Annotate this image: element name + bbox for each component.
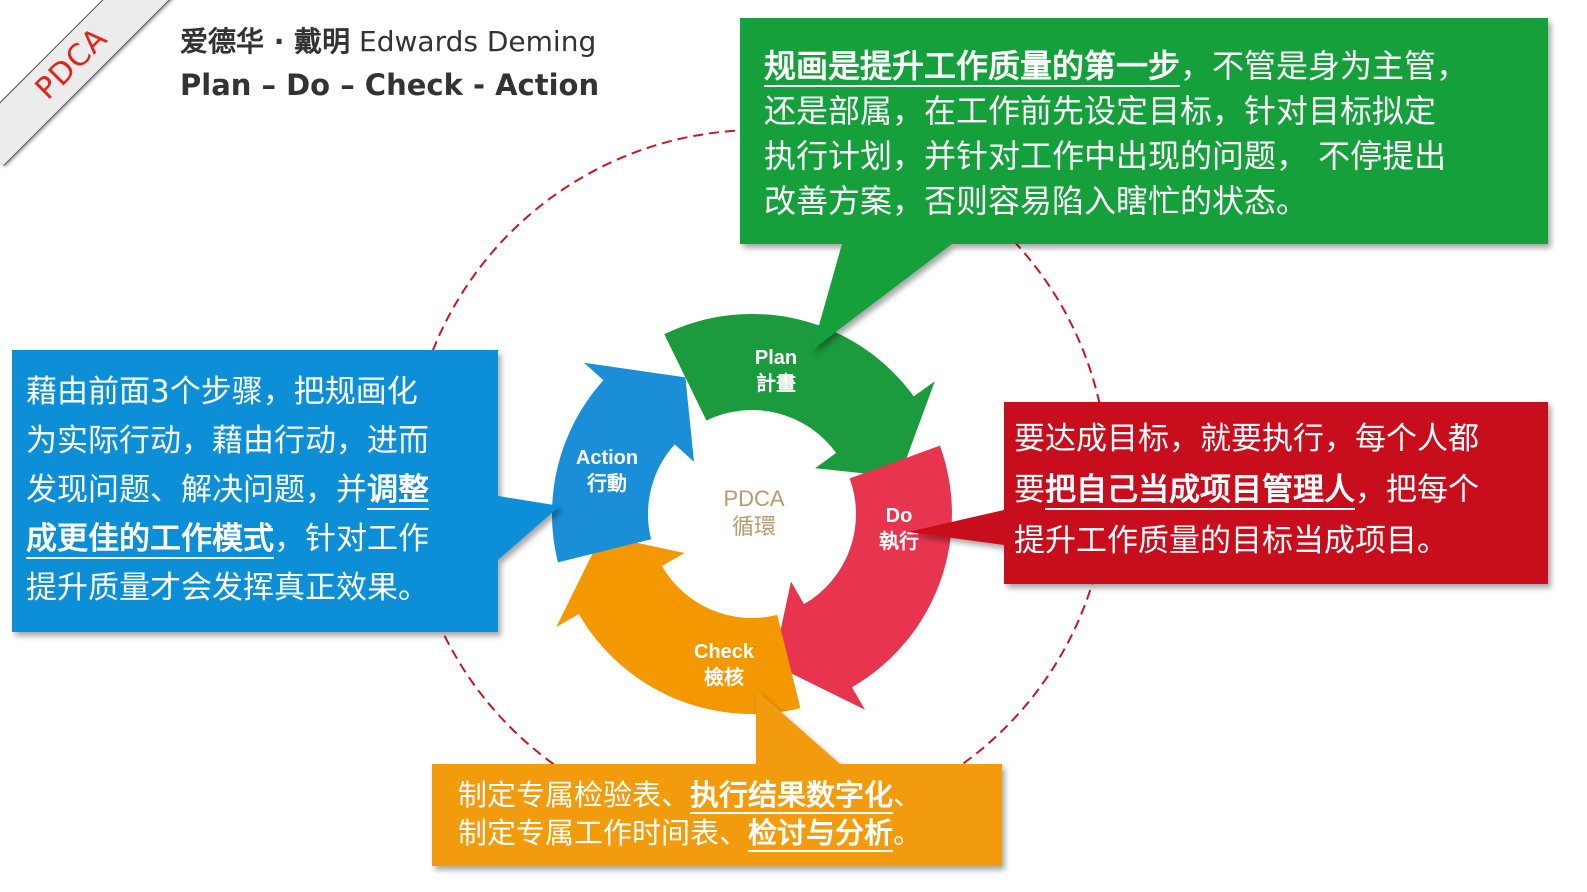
- action-callout-highlight-1: 调整: [367, 472, 429, 510]
- action-callout-line-4: 成更佳的工作模式，针对工作: [26, 515, 429, 564]
- check-label-zh: 檢核: [704, 665, 744, 689]
- action-callout-highlight-2: 成更佳的工作模式: [26, 521, 274, 559]
- action-callout-box: [12, 350, 560, 632]
- action-label-zh: 行動: [586, 471, 627, 495]
- plan-callout-highlight: 规画是提升工作质量的第一步: [764, 47, 1181, 87]
- check-callout-line-1: 制定专属检验表、执行结果数字化、: [458, 776, 922, 814]
- check-callout-highlight-2: 检讨与分析: [748, 816, 894, 852]
- plan-callout-line-1: 规画是提升工作质量的第一步，不管是身为主管，: [764, 44, 1468, 89]
- plan-callout-line-4: 改善方案，否则容易陷入瞎忙的状态。: [764, 182, 1309, 220]
- action-callout-line-3-plain: 发现问题、解决问题，并: [26, 472, 367, 508]
- plan-callout-line-2: 还是部属，在工作前先设定目标，针对目标拟定: [764, 92, 1437, 130]
- header-subtitle: Plan – Do – Check - Action: [180, 68, 600, 102]
- check-callout-highlight-1: 执行结果数字化: [690, 778, 894, 814]
- check-callout-line-2-plain: 制定专属工作时间表、: [458, 816, 749, 850]
- do-callout-line-2-rest: ，把每个: [1355, 472, 1479, 508]
- check-callout-line-2: 制定专属工作时间表、检讨与分析。: [458, 814, 922, 852]
- do-callout-highlight: 把自己当成项目管理人: [1045, 472, 1355, 510]
- check-callout-line-1-plain: 制定专属检验表、: [458, 778, 691, 812]
- check-callout-text: 制定专属检验表、执行结果数字化、 制定专属工作时间表、检讨与分析。: [458, 776, 922, 852]
- do-callout-text: 要达成目标，就要执行，每个人都 要把自己当成项目管理人，把每个 提升工作质量的目…: [1014, 414, 1479, 567]
- center-label-en: PDCA: [723, 486, 784, 511]
- action-callout-line-2: 为实际行动，藉由行动，进而: [26, 423, 429, 459]
- check-arrow: [556, 535, 801, 715]
- action-callout-text: 藉由前面3个步骤，把规画化 为实际行动，藉由行动，进而 发现问题、解决问题，并调…: [26, 368, 429, 613]
- header-name: 爱德华 · 戴明 Edwards Deming: [180, 20, 596, 60]
- action-callout-line-3: 发现问题、解决问题，并调整: [26, 466, 429, 515]
- do-arrow: [773, 445, 952, 710]
- plan-callout-line-1-rest: ，不管是身为主管，: [1180, 47, 1469, 85]
- action-arrow: [551, 362, 694, 563]
- do-callout-line-2: 要把自己当成项目管理人，把每个: [1014, 465, 1479, 516]
- do-callout-box: [908, 402, 1548, 584]
- plan-label-en: Plan: [755, 347, 797, 369]
- center-label-zh: 循環: [732, 514, 776, 539]
- check-callout-line-2-rest: 。: [893, 816, 923, 850]
- header-name-en: Edwards Deming: [359, 25, 597, 58]
- do-label-zh: 執行: [879, 529, 919, 553]
- corner-ribbon: PDCA: [0, 0, 200, 200]
- action-callout-line-1: 藉由前面3个步骤，把规画化: [26, 374, 418, 410]
- action-callout-line-4-rest: ，针对工作: [274, 521, 429, 557]
- header-name-cn: 爱德华 · 戴明: [180, 25, 351, 58]
- do-callout-line-2-plain: 要: [1014, 472, 1045, 508]
- action-label-en: Action: [576, 447, 638, 469]
- plan-callout-box: [740, 18, 1548, 350]
- cycle-arrows: [551, 313, 952, 715]
- plan-label-zh: 計畫: [756, 371, 796, 395]
- check-callout-box: [432, 690, 1002, 866]
- check-callout-line-1-rest: 、: [893, 778, 923, 812]
- do-callout-line-1: 要达成目标，就要执行，每个人都: [1014, 421, 1479, 457]
- plan-arrow: [664, 313, 935, 478]
- plan-callout-line-3: 执行计划，并针对工作中出现的问题， 不停提出: [764, 137, 1447, 175]
- ribbon-label: PDCA: [0, 0, 174, 166]
- do-callout-line-3: 提升工作质量的目标当成项目。: [1014, 523, 1448, 559]
- plan-callout-text: 规画是提升工作质量的第一步，不管是身为主管， 还是部属，在工作前先设定目标，针对…: [764, 44, 1468, 224]
- check-label-en: Check: [694, 641, 755, 663]
- action-callout-line-5: 提升质量才会发挥真正效果。: [26, 570, 429, 606]
- do-label-en: Do: [886, 505, 913, 527]
